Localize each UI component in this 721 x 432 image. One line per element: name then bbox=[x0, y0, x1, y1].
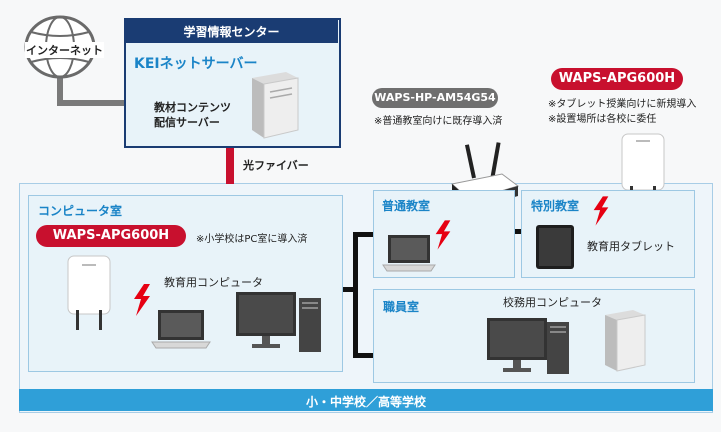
fiber-label: 光ファイバー bbox=[243, 159, 309, 172]
internet-link bbox=[57, 72, 124, 106]
regular-classroom-title: 普通教室 bbox=[382, 199, 431, 213]
hub-vertical bbox=[353, 232, 358, 358]
hub-link-staff bbox=[353, 353, 373, 358]
pc-tower-icon-pcroom bbox=[299, 298, 321, 352]
server-icon-staff bbox=[605, 310, 646, 372]
learning-center-title: 学習情報センター bbox=[183, 25, 280, 39]
kei-server-title: KEIネットサーバー bbox=[134, 56, 258, 72]
school-bar bbox=[19, 389, 713, 411]
access-point-icon-pcroom bbox=[67, 255, 111, 330]
wireless-signal-icon-special bbox=[593, 196, 609, 226]
waps-hp-model-badge: WAPS-HP-AM54G54 bbox=[372, 88, 498, 108]
waps-hp-note: ※普通教室向けに既存導入済 bbox=[374, 116, 503, 127]
staff-pc-label: 校務用コンピュータ bbox=[503, 296, 602, 309]
fiber-link bbox=[226, 146, 234, 184]
laptop-icon-regular bbox=[382, 235, 436, 272]
special-tablet-label: 教育用タブレット bbox=[587, 240, 675, 253]
desktop-monitor-icon-pcroom bbox=[236, 292, 296, 348]
staff-room-title: 職員室 bbox=[383, 300, 420, 314]
hub-link-regular bbox=[353, 232, 373, 237]
computer-room-note: ※小学校はPC室に導入済 bbox=[196, 234, 308, 245]
tablet-icon bbox=[536, 225, 574, 269]
waps-apg-top-model-badge: WAPS-APG600H bbox=[551, 68, 683, 90]
desktop-monitor-icon-staff bbox=[487, 318, 547, 372]
pc-tower-icon-staff bbox=[547, 322, 569, 374]
school-bar-label: 小・中学校／高等学校 bbox=[305, 395, 426, 409]
server-tower-icon bbox=[252, 72, 299, 139]
computer-room-title: コンピュータ室 bbox=[38, 204, 123, 218]
pc-room-pc-label: 教育用コンピュータ bbox=[164, 276, 263, 289]
wireless-signal-icon-pcroom bbox=[134, 284, 150, 316]
content-server-label: 教材コンテンツ 配信サーバー bbox=[154, 101, 231, 129]
wireless-signal-icon-regular bbox=[435, 220, 451, 250]
waps-apg-top-note1: ※タブレット授業向けに新規導入 bbox=[548, 99, 697, 110]
hub-link-pcroom bbox=[343, 287, 358, 292]
waps-apg-top-note2: ※設置場所は各校に委任 bbox=[548, 114, 657, 125]
internet-label: インターネット bbox=[25, 42, 104, 58]
special-classroom-title: 特別教室 bbox=[531, 199, 580, 213]
computer-room-model-badge: WAPS-APG600H bbox=[36, 225, 186, 247]
laptop-icon-pcroom bbox=[151, 310, 211, 349]
hub-link-special bbox=[511, 229, 521, 234]
learning-center-header bbox=[125, 19, 338, 43]
